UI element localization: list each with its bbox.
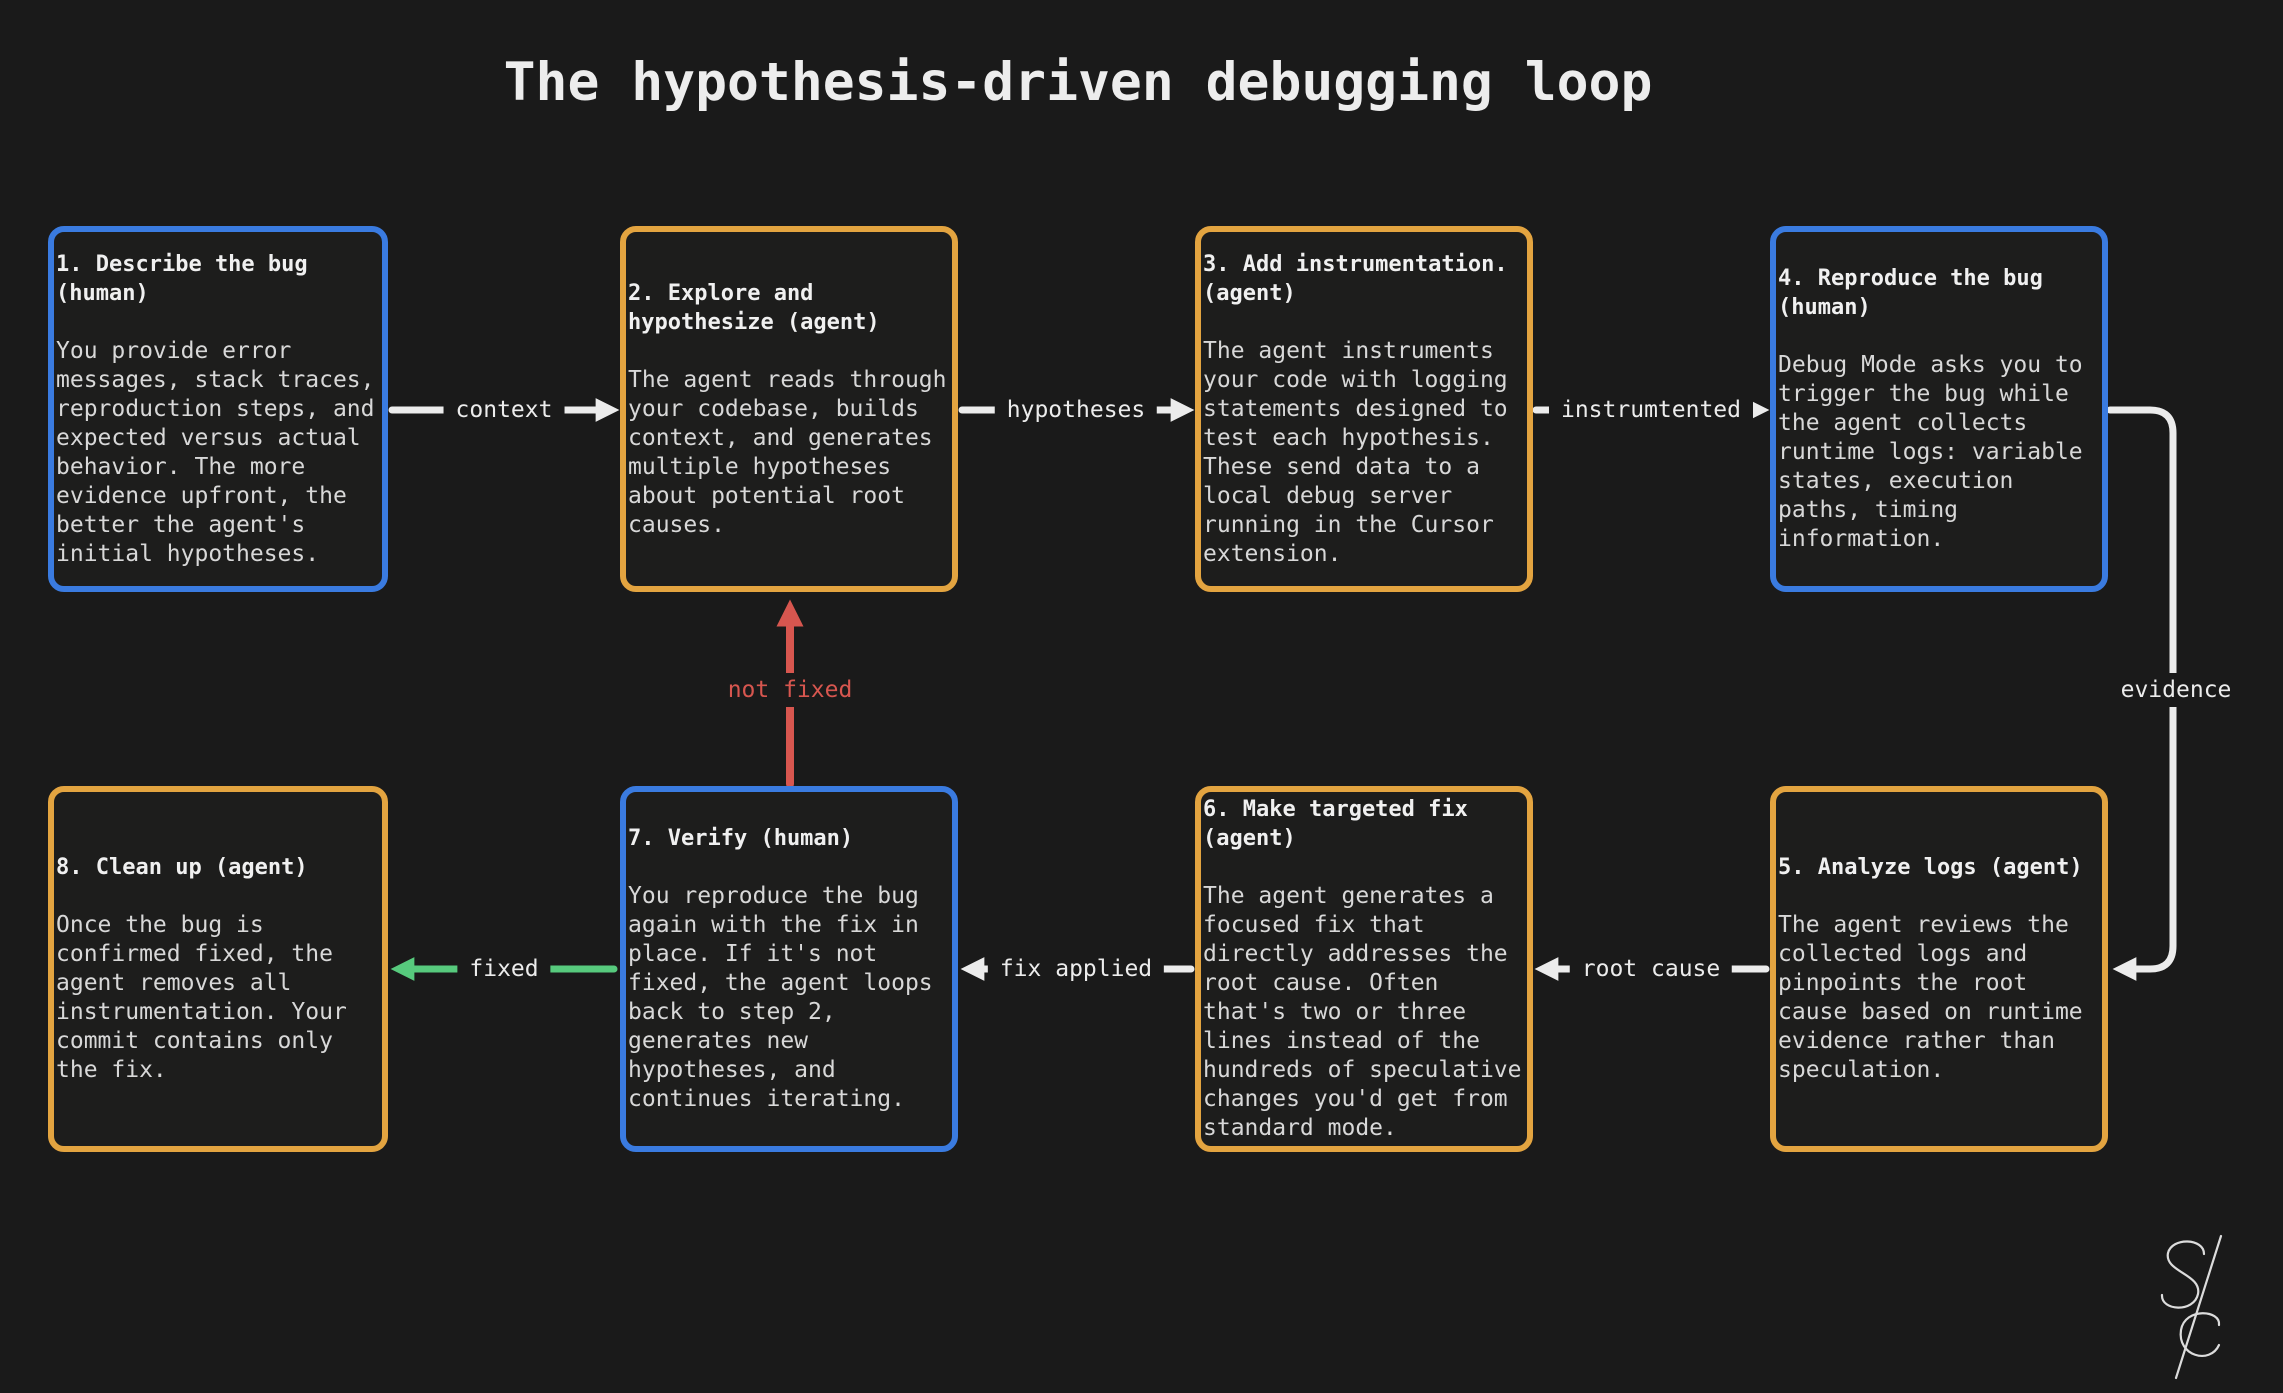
step-box-1-describe-the-bug: 1. Describe the bug (human) You provide …: [48, 226, 388, 592]
step-heading: 1. Describe the bug (human): [56, 251, 308, 306]
edge-label-fixed: fixed: [457, 952, 551, 986]
step-heading: 2. Explore and hypothesize (agent): [628, 280, 880, 335]
step-body: The agent generates a focused fix that d…: [1203, 883, 1522, 1141]
step-body: The agent reviews the collected logs and…: [1778, 912, 2083, 1083]
logo-letter-s: [2160, 1240, 2206, 1309]
edge-label-root-cause: root cause: [1569, 952, 1733, 986]
edge-label-evidence: evidence: [2108, 673, 2244, 707]
step-box-4-reproduce-the-bug: 4. Reproduce the bug (human) Debug Mode …: [1770, 226, 2108, 592]
step-heading: 4. Reproduce the bug (human): [1778, 266, 2043, 320]
page-title: The hypothesis-driven debugging loop: [503, 52, 1653, 113]
step-box-6-make-targeted-fix: 6. Make targeted fix (agent) The agent g…: [1195, 786, 1533, 1152]
step-box-8-clean-up: 8. Clean up (agent) Once the bug is conf…: [48, 786, 388, 1152]
step-box-3-add-instrumentation: 3. Add instrumentation. (agent) The agen…: [1195, 226, 1533, 592]
sc-monogram-logo: [2160, 1234, 2223, 1380]
logo-slash: [2174, 1234, 2223, 1380]
step-body: You provide error messages, stack traces…: [56, 337, 375, 567]
step-heading: 6. Make targeted fix (agent): [1203, 797, 1468, 851]
edge-label-fix-applied: fix applied: [987, 952, 1165, 986]
step-heading: 7. Verify (human): [628, 826, 854, 851]
step-heading: 5. Analyze logs (agent): [1778, 855, 2083, 880]
step-heading: 8. Clean up (agent): [56, 855, 308, 880]
edge-label-context: context: [443, 393, 565, 427]
step-box-7-verify: 7. Verify (human) You reproduce the bug …: [620, 786, 958, 1152]
step-body: Once the bug is confirmed fixed, the age…: [56, 912, 347, 1083]
step-box-2-explore-hypothesize: 2. Explore and hypothesize (agent) The a…: [620, 226, 958, 592]
edge-label-instrumented: instrumtented: [1548, 393, 1754, 427]
step-body: You reproduce the bug again with the fix…: [628, 883, 933, 1112]
step-body: The agent reads through your codebase, b…: [628, 366, 947, 538]
step-box-5-analyze-logs: 5. Analyze logs (agent) The agent review…: [1770, 786, 2108, 1152]
logo-letter-c: [2179, 1312, 2221, 1357]
step-body: Debug Mode asks you to trigger the bug w…: [1778, 352, 2083, 552]
step-body: The agent instruments your code with log…: [1203, 337, 1508, 567]
edge-label-hypotheses: hypotheses: [994, 393, 1158, 427]
edge-label-not-fixed: not fixed: [715, 673, 865, 707]
step-heading: 3. Add instrumentation. (agent): [1203, 251, 1508, 306]
